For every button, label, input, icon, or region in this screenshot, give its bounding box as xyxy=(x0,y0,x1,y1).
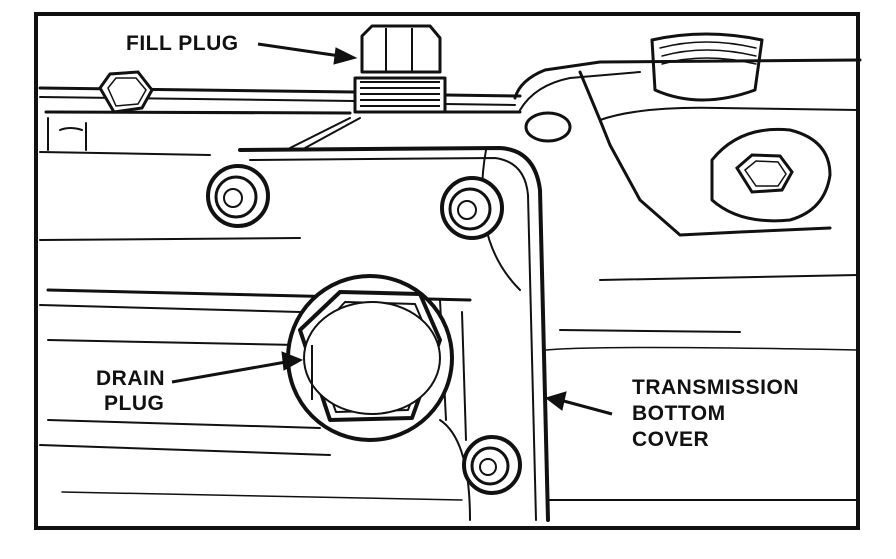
cover-label-line1: TRANSMISSION xyxy=(632,376,799,399)
drain-plug-label-line2: PLUG xyxy=(104,392,164,415)
fill-plug-label: FILL PLUG xyxy=(126,32,239,55)
drain-plug-label-line1: DRAIN xyxy=(96,367,165,390)
cover-bolt-upper-left xyxy=(206,164,270,228)
cover-label-line3: COVER xyxy=(632,428,709,451)
drain-plug-arrow xyxy=(171,360,287,384)
drain-plug xyxy=(286,274,454,442)
cover-bolt-lower xyxy=(462,435,522,495)
cover-arrow xyxy=(559,398,613,416)
transmission-casing xyxy=(38,32,862,522)
leader-arrows xyxy=(171,42,613,416)
diagram-frame xyxy=(34,12,860,530)
fill-plug xyxy=(353,24,447,114)
cover-label-line2: BOTTOM xyxy=(632,402,726,425)
fill-plug-arrow xyxy=(257,42,341,58)
housing-hex-bolt xyxy=(735,153,794,194)
cover-bolt-upper-right xyxy=(440,176,504,240)
upper-left-hex-bolt xyxy=(98,70,154,114)
